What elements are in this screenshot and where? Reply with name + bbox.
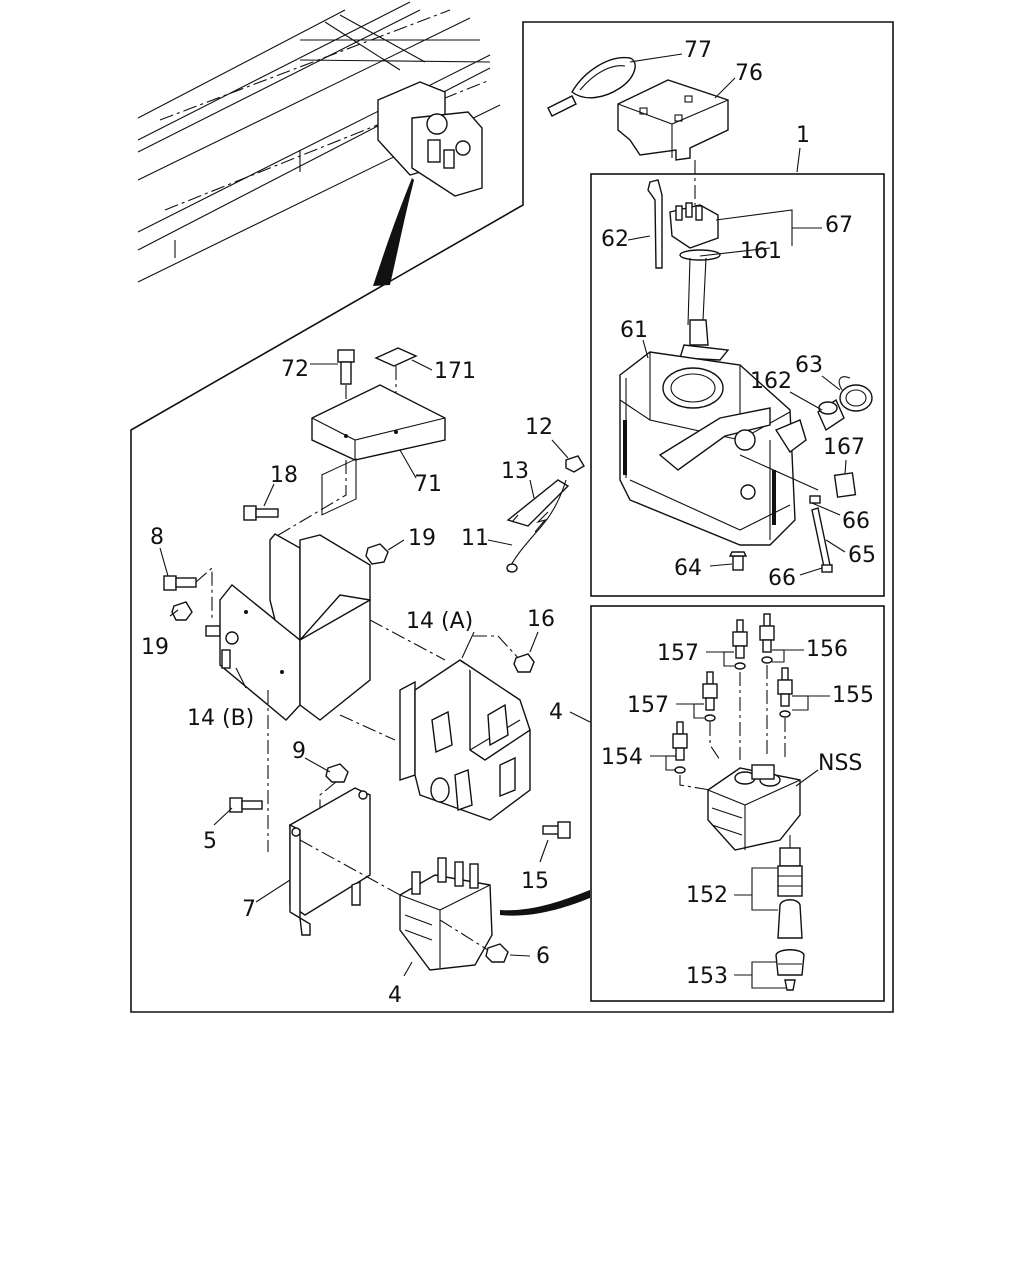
- part-12-nut: [565, 455, 585, 473]
- part-65-hose: [809, 495, 833, 573]
- callout-15: 15: [521, 869, 549, 894]
- tank-detail-panel: [590, 173, 885, 597]
- callout-11: 11: [461, 526, 489, 551]
- part-76-cover: [617, 79, 729, 161]
- part-11-spring: [506, 479, 567, 573]
- callout-154: 154: [601, 745, 643, 770]
- part-5-bolt: [229, 797, 263, 813]
- callout-13: 13: [501, 459, 529, 484]
- part-62-dipstick: [647, 179, 663, 269]
- part-19-nut-upper: [365, 543, 389, 565]
- part-19-nut-left: [171, 601, 221, 637]
- callout-152: 152: [686, 883, 728, 908]
- leader-lines: [159, 53, 847, 989]
- callout-18: 18: [270, 463, 298, 488]
- vehicle-frame-view: [137, 1, 501, 286]
- part-6-nut: [485, 943, 509, 963]
- part-61-fuel-tank: [619, 351, 819, 546]
- callout-162: 162: [750, 369, 792, 394]
- callout-71: 71: [414, 472, 442, 497]
- part-167-label: [833, 472, 857, 498]
- callout-5: 5: [203, 829, 217, 854]
- callout-4-main: 4: [388, 983, 402, 1008]
- callout-153: 153: [686, 964, 728, 989]
- callout-66-upper: 66: [842, 509, 870, 534]
- callout-157-lower: 157: [627, 693, 669, 718]
- callout-171: 171: [434, 359, 476, 384]
- callout-16: 16: [527, 607, 555, 632]
- callout-63: 63: [795, 353, 823, 378]
- part-71-cover-plate: [311, 384, 446, 461]
- callout-156: 156: [806, 637, 848, 662]
- part-153-bowl: [775, 949, 805, 991]
- part-67-gauge-unit: [669, 202, 730, 361]
- part-72-bolt: [337, 349, 355, 385]
- callout-4-panel: 4: [549, 700, 563, 725]
- callout-161: 161: [740, 239, 782, 264]
- part-171-label: [374, 347, 418, 367]
- part-162-filler-neck: [817, 398, 845, 432]
- callout-12: 12: [525, 415, 553, 440]
- callout-157-upper: 157: [657, 641, 699, 666]
- callout-76: 76: [735, 61, 763, 86]
- part-13-bracket: [506, 479, 570, 527]
- callout-72: 72: [281, 357, 309, 382]
- part-14a-bracket: [399, 659, 531, 821]
- callout-7: 7: [242, 897, 256, 922]
- part-9-nut: [325, 763, 349, 783]
- callout-167: 167: [823, 435, 865, 460]
- part-14b-bracket: [219, 458, 371, 721]
- callout-1: 1: [796, 123, 810, 148]
- callout-8: 8: [150, 525, 164, 550]
- part-77-strap: [547, 56, 636, 117]
- part-63-cap: [838, 376, 873, 412]
- detail-arrow: [500, 890, 590, 916]
- part-16-nut: [513, 653, 535, 673]
- part-64-drain-plug: [728, 551, 748, 571]
- callout-19-upper: 19: [408, 526, 436, 551]
- callout-66-lower: 66: [768, 566, 796, 591]
- callout-19-left: 19: [141, 635, 169, 660]
- callout-77: 77: [684, 38, 712, 63]
- callout-67: 67: [825, 213, 853, 238]
- callout-6: 6: [536, 944, 550, 969]
- callout-65: 65: [848, 543, 876, 568]
- outer-frame: [130, 21, 894, 1013]
- callout-61: 61: [620, 318, 648, 343]
- callout-155: 155: [832, 683, 874, 708]
- callout-nss: NSS: [818, 751, 862, 776]
- part-152-element: [777, 847, 803, 939]
- part-8-bolt: [163, 575, 197, 591]
- callout-9: 9: [292, 739, 306, 764]
- part-18-bolt: [243, 505, 279, 521]
- nss-fittings: [672, 613, 793, 791]
- nss-filter-head: [707, 764, 801, 851]
- part-7-bracket: [289, 787, 371, 936]
- callout-62: 62: [601, 227, 629, 252]
- part-15-bolt: [542, 821, 571, 839]
- callout-14a: 14 (A): [406, 609, 473, 634]
- filter-detail-panel: [590, 605, 885, 1002]
- part-4-filter-assembly: [399, 857, 493, 971]
- callout-64: 64: [674, 556, 702, 581]
- callout-14b: 14 (B): [187, 706, 254, 731]
